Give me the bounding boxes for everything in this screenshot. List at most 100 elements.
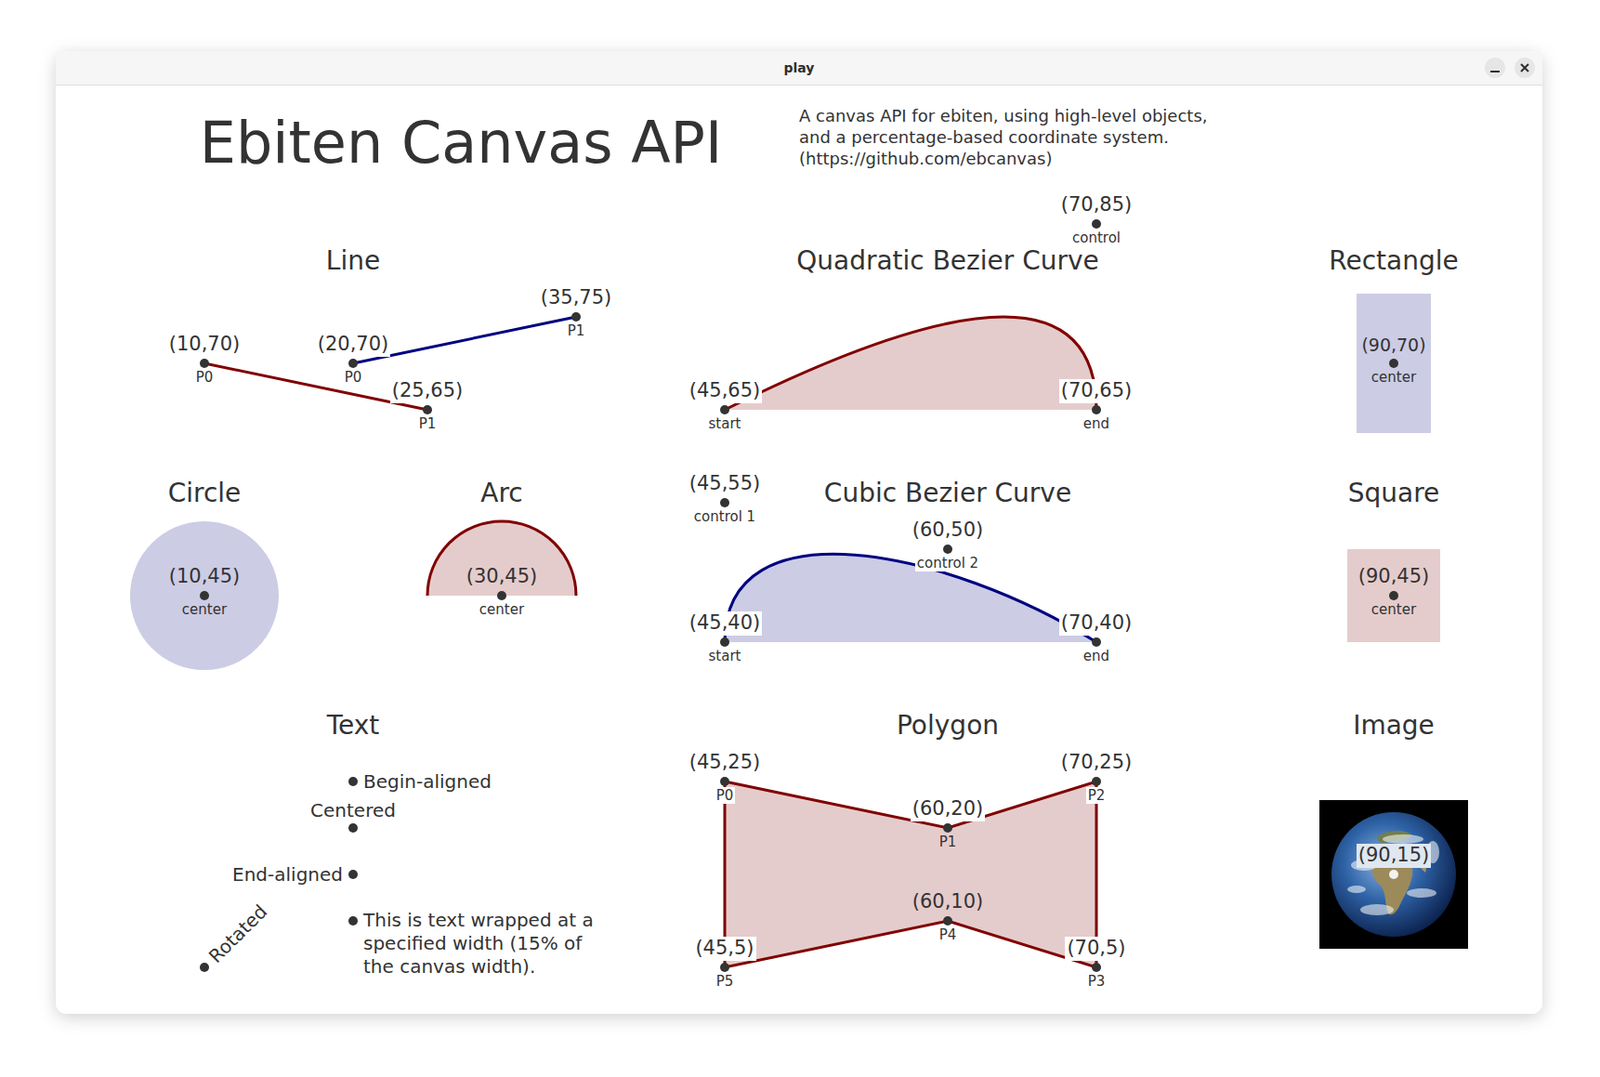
section-heading: Polygon [894, 709, 1001, 742]
coordinate-label: (70,40) [1059, 611, 1135, 635]
point-label: end [1081, 415, 1112, 433]
point-label: control 2 [915, 554, 981, 572]
point-label: start [707, 647, 744, 665]
point-label: center [1369, 601, 1418, 618]
coordinate-label: (20,70) [315, 332, 392, 356]
section-heading: Image [1350, 709, 1437, 742]
minimize-button [1484, 57, 1506, 79]
square-shape: Square(90,45)center [1347, 549, 1441, 643]
earth-globe [1331, 812, 1456, 937]
point-dot [422, 405, 433, 415]
point-dot [348, 776, 358, 787]
point-dot [720, 498, 730, 508]
point-dot [720, 637, 730, 647]
point-dot [1389, 869, 1399, 879]
section-heading: Quadratic Bezier Curve [794, 245, 1102, 277]
point-dot [497, 590, 507, 601]
section-heading: Text [325, 709, 382, 742]
section-heading: Square [1346, 477, 1443, 510]
point-dot [199, 358, 210, 368]
text-sample: End-aligned [230, 863, 345, 886]
title-bar-border [55, 84, 1543, 86]
coordinate-label: (90,45) [1356, 564, 1432, 589]
coordinate-label: (35,75) [538, 286, 615, 310]
coordinate-label: (45,5) [693, 936, 756, 960]
arc-shape: Arc(30,45)center [427, 521, 577, 596]
coordinate-label: (70,85) [1059, 193, 1135, 217]
point-label: P1 [937, 833, 959, 851]
title-bar [55, 51, 1543, 85]
point-dot [348, 869, 358, 879]
image-shape: Image(90,15) [1319, 800, 1469, 949]
point-dot [348, 916, 358, 926]
filled-rectangle [1356, 293, 1431, 433]
coordinate-label: (90,70) [1359, 334, 1428, 356]
description-text: A canvas API for ebiten, using high-leve… [797, 104, 1213, 170]
minimize-icon [1490, 70, 1500, 73]
coordinate-label: (45,65) [687, 379, 763, 403]
arc-fill [427, 521, 577, 596]
point-label: center [477, 601, 526, 618]
earth-cloud [1382, 834, 1424, 844]
cubic-curve [724, 553, 1097, 643]
close-button [1514, 57, 1535, 79]
point-label: P0 [714, 786, 736, 804]
point-dot [1091, 962, 1102, 972]
coordinate-label: (60,10) [910, 890, 986, 914]
point-label: P4 [937, 926, 959, 944]
coordinate-label: (70,5) [1064, 936, 1128, 960]
point-dot [720, 405, 730, 415]
section-heading: Circle [166, 477, 244, 510]
coordinate-label: (90,15) [1356, 843, 1432, 867]
point-dot [720, 776, 730, 787]
coordinate-label: (30,45) [464, 564, 540, 589]
arc-stroke [427, 521, 577, 596]
coordinate-label: (60,20) [910, 797, 986, 821]
text-sample: Begin-aligned [361, 770, 494, 793]
earth-cloud [1360, 904, 1394, 916]
point-dot [348, 358, 358, 368]
point-dot [1389, 590, 1399, 601]
point-dot [348, 823, 358, 833]
cubic-fill [724, 553, 1097, 643]
point-label: center [180, 601, 229, 618]
section-heading: Line [324, 245, 382, 277]
point-dot [1091, 219, 1102, 229]
point-label: P0 [342, 368, 365, 386]
page-title: Ebiten Canvas API [197, 108, 725, 178]
close-icon [1521, 64, 1529, 72]
point-dot [199, 590, 210, 601]
quadratic-curve [724, 316, 1097, 410]
point-dot [943, 823, 953, 833]
coordinate-label: (45,25) [687, 750, 763, 774]
coordinate-label: (70,65) [1059, 379, 1135, 403]
section-heading: Rectangle [1326, 245, 1460, 277]
coordinate-label: (45,40) [687, 611, 763, 635]
point-label: center [1369, 368, 1418, 386]
section-heading: Cubic Bezier Curve [822, 477, 1074, 510]
point-label: start [707, 415, 744, 433]
rectangle-shape: Rectangle(90,70)center [1356, 293, 1431, 433]
quadratic-fill [724, 316, 1097, 410]
circle-shape: Circle(10,45)center [130, 521, 279, 670]
point-label: P3 [1086, 972, 1108, 990]
filled-rectangle [1347, 549, 1441, 643]
polygon-outline [724, 781, 1097, 968]
point-dot [199, 962, 210, 972]
coordinate-label: (70,25) [1059, 750, 1135, 774]
section-heading: Arc [478, 477, 525, 510]
image-shape-outline [1319, 800, 1469, 949]
earth-cloud [1347, 885, 1366, 893]
point-dots [199, 219, 1102, 972]
coordinate-label: (60,50) [910, 518, 986, 542]
point-label: P0 [194, 368, 216, 386]
wrapped-text-sample: This is text wrapped at a specified widt… [361, 908, 604, 979]
point-dot [1091, 405, 1102, 415]
point-label: P2 [1086, 786, 1108, 804]
point-dot [571, 312, 581, 322]
polygon-shape: Polygon(45,25)P0(60,20)P1(70,25)P2(70,5)… [724, 781, 1097, 968]
image-background [1319, 800, 1469, 949]
window-title: play [782, 60, 817, 77]
point-dot [943, 916, 953, 926]
point-dot [1091, 637, 1102, 647]
